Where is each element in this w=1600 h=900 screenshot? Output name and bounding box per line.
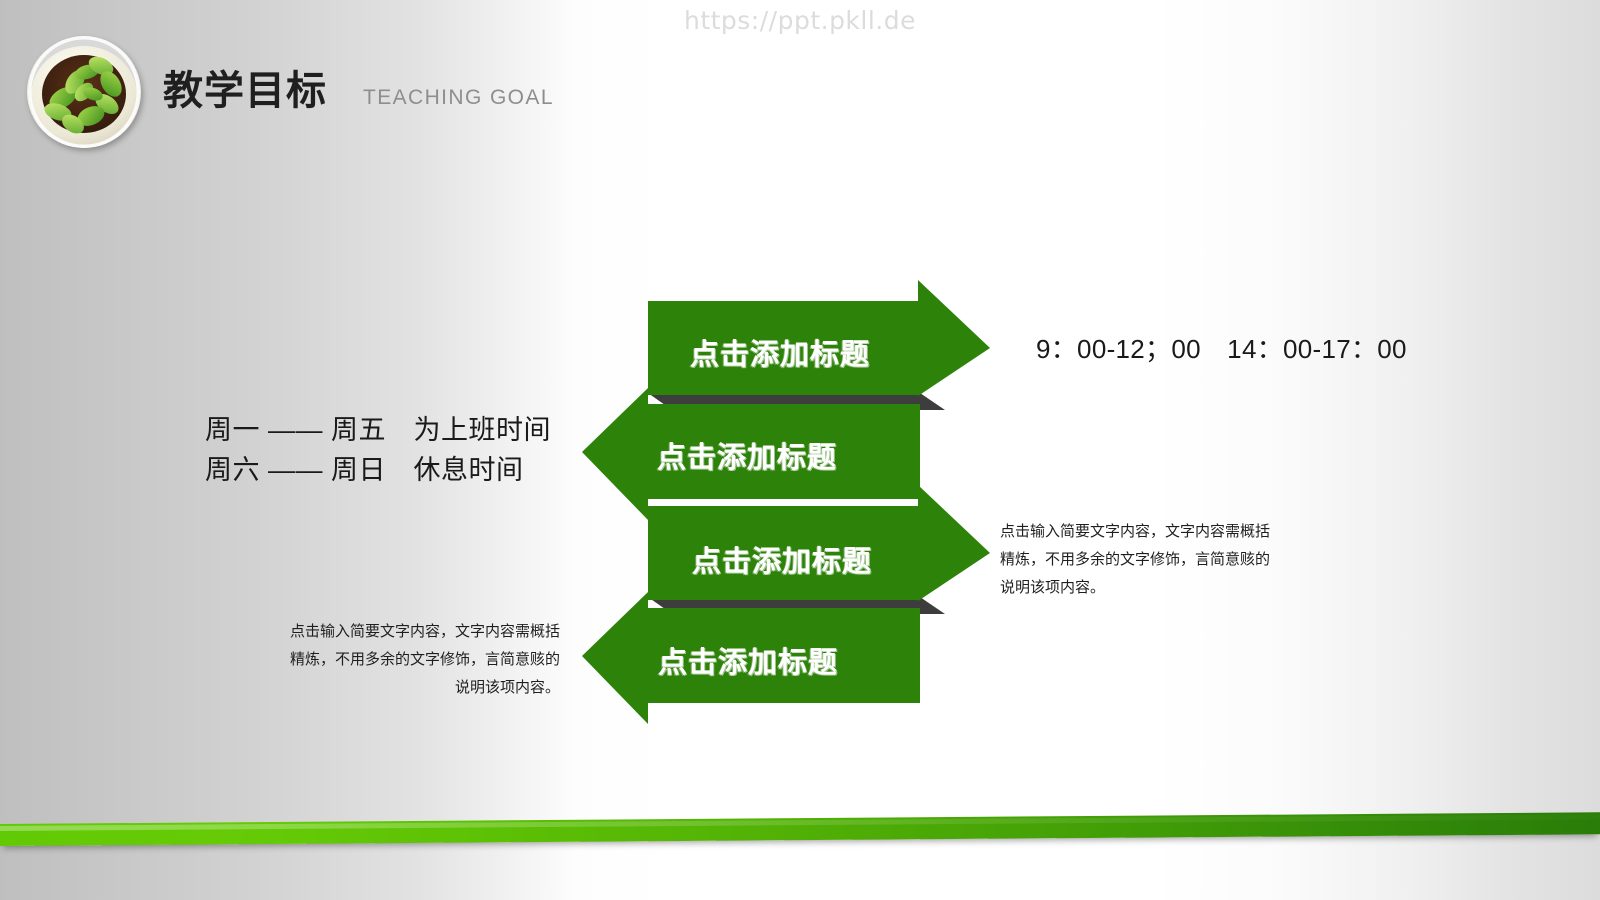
- arrow-label-3[interactable]: 点击添加标题: [692, 546, 873, 578]
- page-subtitle: TEACHING GOAL: [363, 86, 554, 109]
- note-paragraph-left: 点击输入简要文字内容，文字内容需概括精炼，不用多余的文字修饰，言简意赅的说明该项…: [289, 623, 560, 696]
- arrow-shadow-band-1: [648, 393, 945, 410]
- arrow-label-2[interactable]: 点击添加标题: [657, 442, 838, 474]
- footer-bar-sheen: [0, 814, 1600, 831]
- arrow-shadow-band-2: [648, 597, 945, 614]
- office-hours-text: 9：00-12；00 14：00-17：00: [1036, 334, 1407, 364]
- schedule-line-workdays: 周一 —— 周五 为上班时间: [205, 415, 552, 445]
- watermark-url: https://ppt.pkll.de: [683, 6, 917, 35]
- slide-header: 教学目标 TEACHING GOAL: [0, 0, 1600, 170]
- arrow-label-1[interactable]: 点击添加标题: [690, 339, 871, 371]
- arrow-label-4[interactable]: 点击添加标题: [658, 647, 839, 679]
- schedule-text-block: 周一 —— 周五 为上班时间 周六 —— 周日 休息时间: [205, 410, 551, 490]
- footer-accent-bar: [0, 812, 1600, 846]
- page-title: 教学目标: [163, 69, 327, 113]
- seedling-illustration-icon: [28, 36, 140, 148]
- note-paragraph-right: 点击输入简要文字内容，文字内容需概括精炼，不用多余的文字修饰，言简意赅的说明该项…: [1000, 523, 1271, 596]
- potted-seedling-photo-icon: [27, 36, 141, 148]
- schedule-line-weekend: 周六 —— 周日 休息时间: [205, 455, 524, 485]
